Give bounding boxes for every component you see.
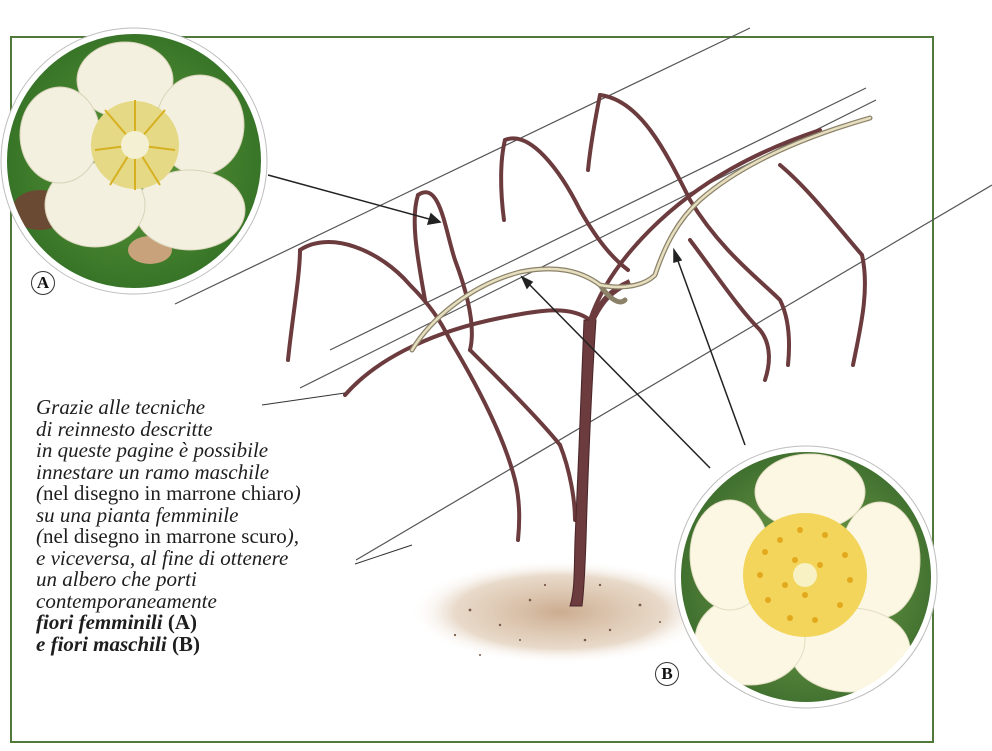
caption-line: e viceversa, al fine di ottenere — [36, 548, 356, 570]
caption-line: su una pianta femminile — [36, 505, 356, 527]
male-flower-photo — [670, 440, 950, 720]
caption-line: innestare un ramo maschile — [36, 462, 356, 484]
male-branches-highlight — [412, 118, 870, 350]
soil-patch — [410, 560, 710, 664]
caption-line: e fiori maschili (B) — [36, 634, 356, 656]
caption-line: (nel disegno in marrone scuro), — [36, 526, 356, 548]
caption-text: Grazie alle tecniche di reinnesto descri… — [36, 397, 356, 655]
label-b-badge: B — [655, 662, 679, 686]
caption-line: (nel disegno in marrone chiaro) — [36, 483, 356, 505]
caption-line: un albero che porti — [36, 569, 356, 591]
label-a-badge: A — [31, 271, 55, 295]
caption-line: fiori femminili (A) — [36, 612, 356, 634]
caption-line: contemporaneamente — [36, 591, 356, 613]
male-branches — [412, 118, 870, 350]
caption-line: Grazie alle tecniche — [36, 397, 356, 419]
caption-line: di reinnesto descritte — [36, 419, 356, 441]
caption-line: in queste pagine è possibile — [36, 440, 356, 462]
